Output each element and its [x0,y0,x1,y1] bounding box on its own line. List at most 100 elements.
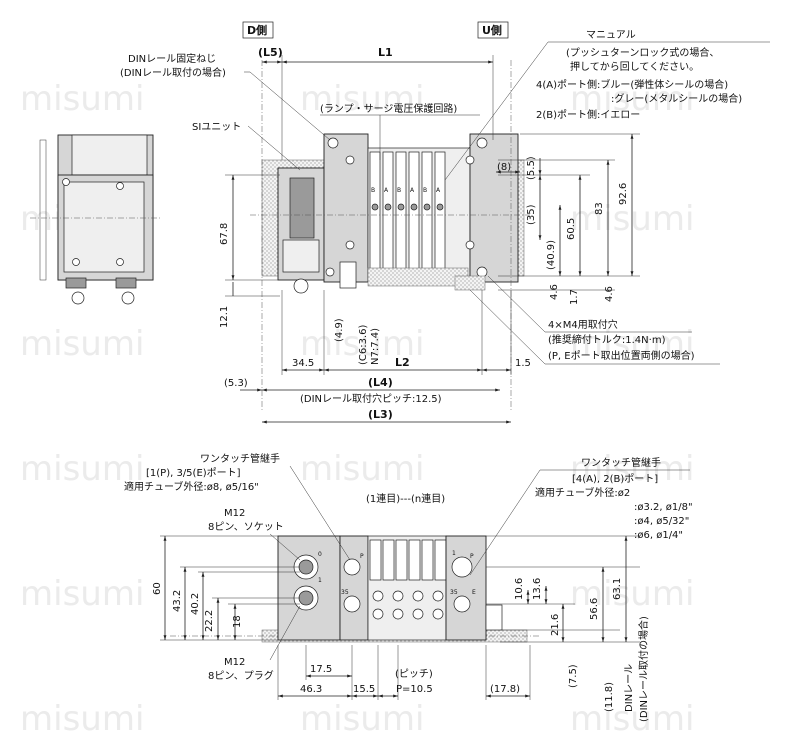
top-callouts: DINレール固定ねじ (DINレール取付の場合) SIユニット (ランプ・サージ… [120,30,770,365]
p-port-right-icon [451,556,473,578]
manual-note-1: (プッシュターンロック式の場合、 [566,46,719,59]
dim-l3: (L3) [368,408,393,421]
svg-text:1: 1 [318,577,322,584]
dim-83: 83 [594,202,605,215]
watermark: misumi [300,324,424,364]
screw-icon [465,155,475,165]
stations-label: (1連目)---(n連目) [366,492,445,505]
svg-text:A: A [436,187,441,194]
svg-text:1: 1 [452,550,456,557]
port4-label: 4(A)ポート側:ブルー(弾性体シールの場合) [536,78,728,91]
m12-socket-sub: 8ピン、ソケット [208,521,284,533]
dim-40-2: 40.2 [190,593,201,615]
watermark: misumi [20,324,144,364]
torque-label: (推奨締付トルク:1.4N·m) [548,333,666,346]
watermark: misumi [20,699,144,739]
si-unit-label: SIユニット [192,122,241,133]
svg-text:B: B [423,187,427,194]
watermark: misumi [20,79,144,119]
manual-icon [436,203,444,211]
dim-8: (8) [497,162,511,173]
svg-text:D側: D側 [247,23,267,37]
svg-text:P: P [470,553,474,560]
watermark: misumi [570,699,694,739]
dim-l1: L1 [378,46,393,59]
dim-n7: N7:7.4) [370,328,381,365]
valve-stations [369,151,446,273]
one-touch-right-tube-4: :ø6, ø1/4" [634,530,683,541]
manual-label: マニュアル [586,30,636,41]
din-screw-label: DINレール固定ねじ [128,52,216,65]
one-touch-right-tube-3: :ø4, ø5/32" [634,516,689,527]
manifold-front-view: 0 1 P 35 1 P [170,535,540,643]
svg-text:B: B [397,187,401,194]
svg-text:U側: U側 [482,23,502,37]
screw-icon [325,267,335,277]
svg-text:35: 35 [450,589,458,596]
m12-plug-sub: 8ピン、プラグ [208,669,274,682]
dim-17-5: 17.5 [310,664,332,675]
dim-4-6-a: 4.6 [549,284,560,300]
watermark: misumi [570,79,694,119]
one-touch-right-ports: [4(A), 2(B)ポート] [572,473,658,485]
watermark: misumi [20,574,144,614]
top-dimensions: (L5) L1 92.6 83 60.5 (40.9) (35) (5.5) (… [219,46,640,424]
manual-note-2: 押してから回してください。 [570,60,699,73]
side-end-view [30,134,160,305]
din-rail-label: DINレール [624,664,635,712]
dim-1-5: 1.5 [515,358,531,369]
m12-socket-label: M12 [224,508,245,519]
dim-63-1: 63.1 [612,578,623,600]
connector-icon [293,278,309,294]
one-touch-left-label: ワンタッチ管継手 [200,452,280,465]
dim-34-5: 34.5 [292,358,314,369]
dim-c6: (C6:3.6) [358,324,369,365]
dim-17-8: (17.8) [490,684,520,695]
manual-icon [423,203,431,211]
mount-hole-icon [476,266,488,278]
svg-text:P: P [360,553,364,560]
u-side-label: U側 [477,21,509,39]
dim-l2: L2 [395,356,410,369]
m12-plug-label: M12 [224,657,245,668]
dim-11-8: (11.8) [604,682,615,712]
watermark: misumi [300,79,424,119]
svg-text:E: E [472,589,476,596]
port2-label: 2(B)ポート側:イエロー [536,108,640,121]
dim-10-6: 10.6 [514,578,525,600]
watermark: misumi [300,449,424,489]
dim-60: 60 [152,582,163,595]
dim-4-9: (4.9) [334,318,345,342]
dim-15-5: 15.5 [353,684,375,695]
din-rail-note: (DINレール取付の場合) [637,616,650,722]
dim-12-1: 12.1 [219,306,230,328]
front-fittings [372,590,444,620]
din-screw-icon [327,137,339,149]
manifold-top-view: B A B A B A [250,60,530,410]
dim-21-6: 21.6 [550,614,561,636]
svg-text:0: 0 [318,551,322,558]
dim-5-5: (5.5) [526,156,537,180]
screw-icon [116,258,124,266]
dim-46-3: 46.3 [300,684,322,695]
dim-5-3: (5.3) [224,378,248,389]
one-touch-right-tube-1: 適用チューブ外径:ø2 [535,486,630,499]
pitch-value: P=10.5 [396,684,433,695]
watermark: misumi [300,699,424,739]
dim-35: (35) [526,204,537,225]
screw-icon [345,155,355,165]
mount-hole-icon [476,137,488,149]
mount-hole-label: 4×M4用取付穴 [548,318,618,331]
pitch-label: (ピッチ) [395,668,433,680]
manual-icon [371,203,379,211]
e-port-right-icon [453,595,471,613]
dim-4-6-b: 4.6 [604,286,615,302]
dim-7-5: (7.5) [568,664,579,688]
manual-icon [384,203,392,211]
svg-text:A: A [410,187,415,194]
watermark: misumi [570,574,694,614]
one-touch-right-label: ワンタッチ管継手 [581,456,661,469]
dim-13-6: 13.6 [532,578,543,600]
connector-icon [71,291,85,305]
dim-22-2: 22.2 [204,610,215,632]
